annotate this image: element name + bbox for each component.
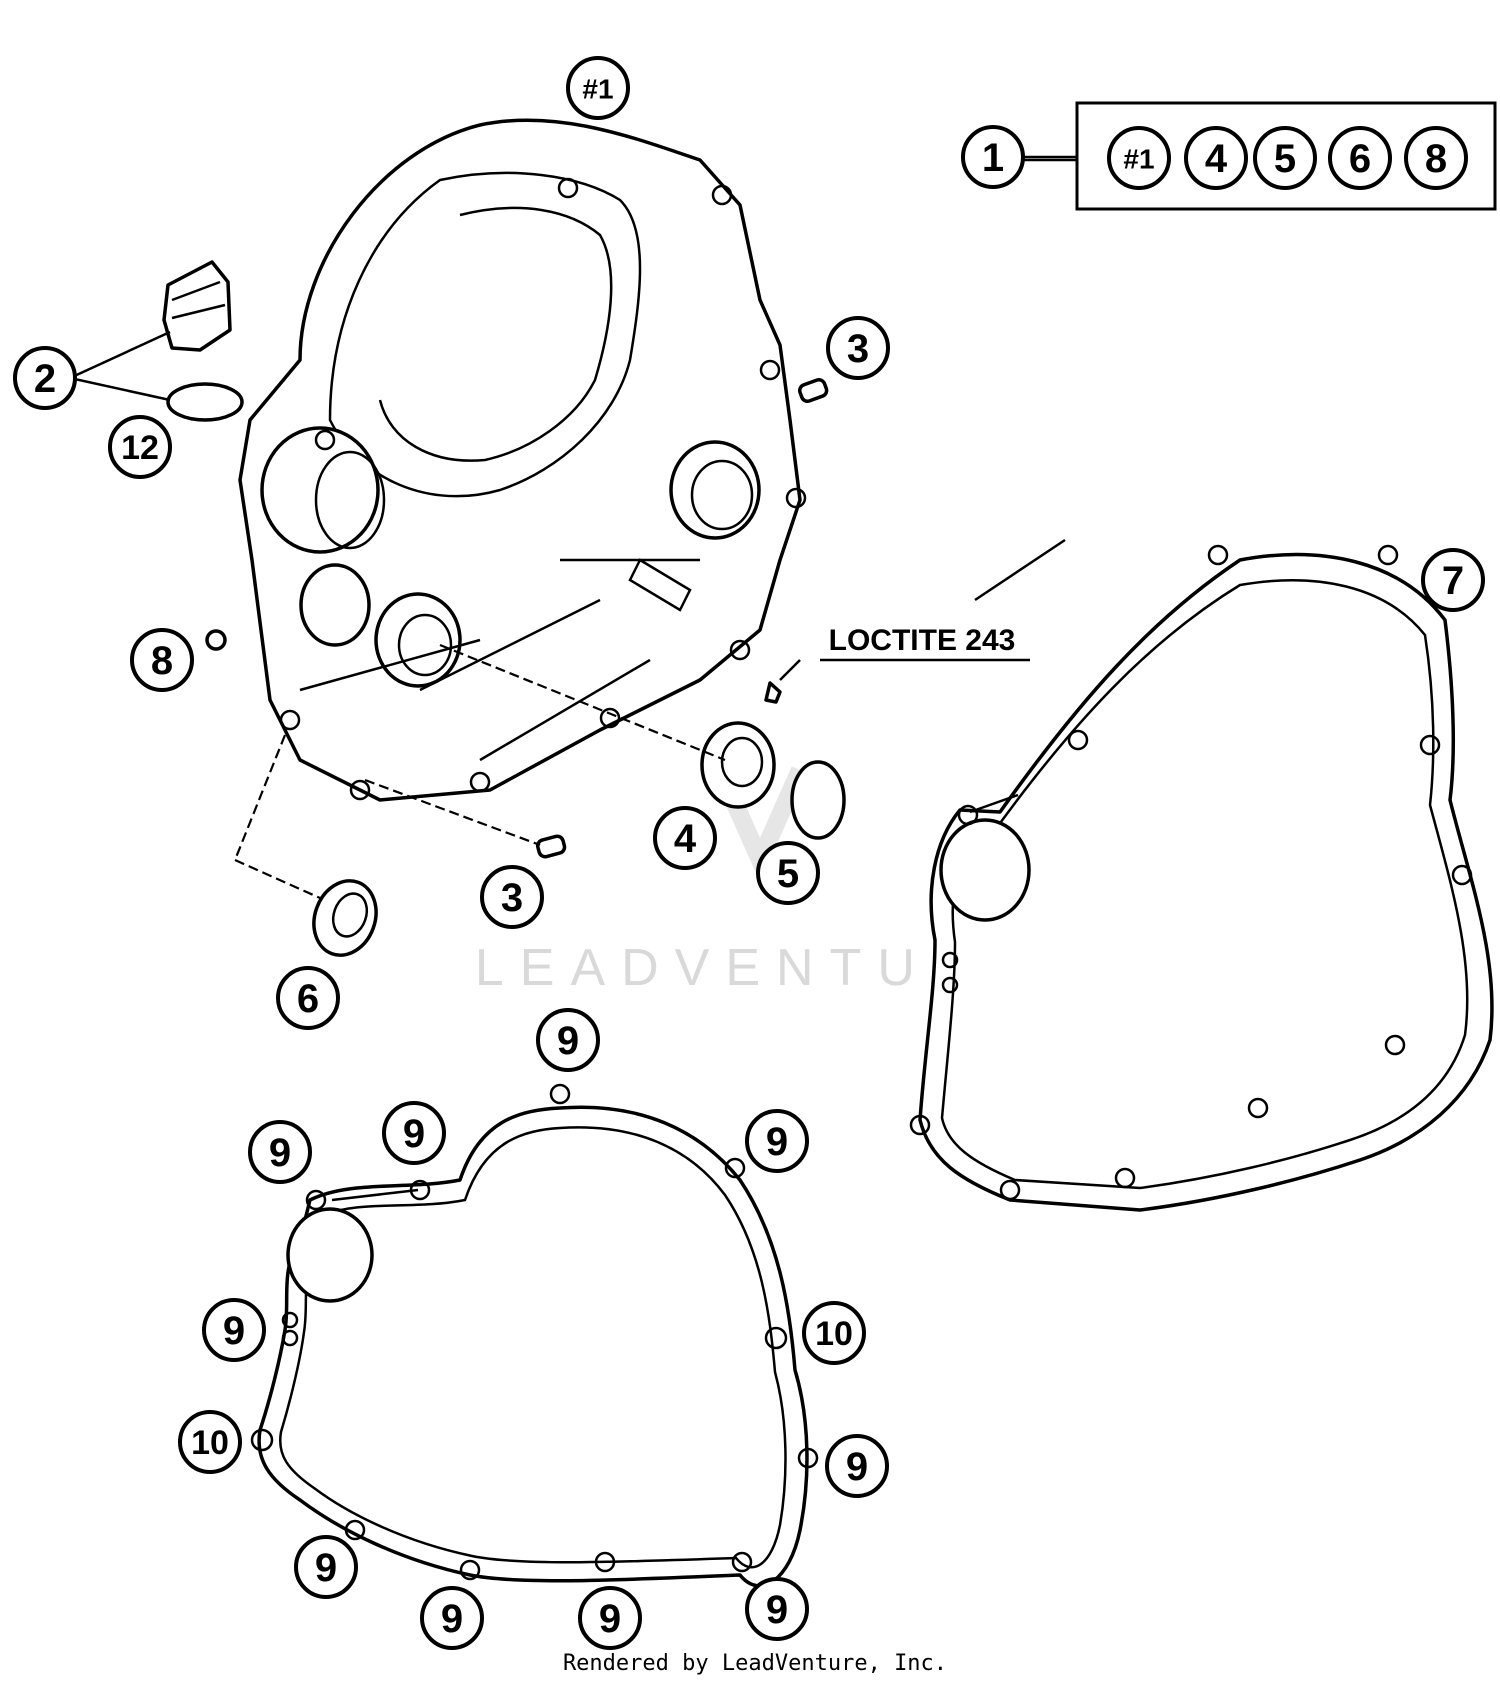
svg-text:6: 6 <box>297 977 319 1021</box>
watermark-text: LEADVENTURE <box>475 939 1035 997</box>
svg-text:5: 5 <box>777 852 799 896</box>
kit-item-5: 8 <box>1425 137 1447 181</box>
svg-text:9: 9 <box>223 1309 245 1353</box>
kit-item-3: 5 <box>1274 137 1296 181</box>
callout-plug-screw[interactable]: 8 <box>130 628 194 692</box>
svg-text:8: 8 <box>151 639 173 683</box>
kit-box: 1 #1 4 5 6 8 <box>961 101 1497 211</box>
svg-text:9: 9 <box>766 1588 788 1632</box>
dowel-pin-lower[interactable] <box>535 834 567 859</box>
callout-bolt-3[interactable]: 9 <box>382 1101 446 1165</box>
clutch-cover[interactable] <box>238 118 807 802</box>
callout-bolt-1[interactable]: 9 <box>536 1008 600 1072</box>
callout-o-ring-small[interactable]: 5 <box>756 841 820 905</box>
callout-dowel-lower[interactable]: 3 <box>480 865 544 929</box>
callout-bolt-4[interactable]: 9 <box>745 1109 809 1173</box>
callout-gasket[interactable]: 7 <box>1421 548 1485 612</box>
callout-oil-seal[interactable]: 6 <box>276 966 340 1030</box>
svg-text:9: 9 <box>557 1019 579 1063</box>
svg-text:9: 9 <box>315 1546 337 1590</box>
loctite-drop <box>764 681 782 704</box>
svg-text:9: 9 <box>269 1131 291 1175</box>
callout-bolt-2[interactable]: 9 <box>248 1120 312 1184</box>
o-ring-small[interactable] <box>790 760 846 840</box>
svg-text:2: 2 <box>34 357 56 401</box>
kit-item-2: 4 <box>1205 137 1228 181</box>
callout-shaft-seal[interactable]: 4 <box>653 806 717 870</box>
svg-text:9: 9 <box>441 1597 463 1641</box>
svg-text:3: 3 <box>847 327 869 371</box>
svg-text:#1: #1 <box>582 74 613 105</box>
svg-text:3: 3 <box>501 876 523 920</box>
kit-callout-label: 1 <box>982 136 1004 180</box>
svg-text:9: 9 <box>403 1112 425 1156</box>
callout-bolt-11[interactable]: 9 <box>578 1586 642 1650</box>
footer-credit: Rendered by LeadVenture, Inc. <box>563 1651 947 1676</box>
svg-text:9: 9 <box>599 1597 621 1641</box>
callout-oil-plug[interactable]: 2 <box>13 346 77 410</box>
plug-screw[interactable] <box>205 629 227 651</box>
callouts: #1 2 12 3 8 7 4 5 <box>13 56 1485 1650</box>
gasket-bolt-pattern[interactable] <box>250 1083 819 1588</box>
svg-text:9: 9 <box>846 1445 868 1489</box>
dowel-pin-upper[interactable] <box>797 377 829 403</box>
kit-item-4: 6 <box>1349 137 1371 181</box>
callout-bolt-10[interactable]: 9 <box>420 1586 484 1650</box>
oil-seal[interactable] <box>304 872 386 964</box>
callout-bolt-5[interactable]: 9 <box>202 1298 266 1362</box>
svg-text:10: 10 <box>191 1424 229 1462</box>
svg-text:9: 9 <box>766 1120 788 1164</box>
callout-o-ring-plug[interactable]: 12 <box>108 415 172 479</box>
svg-text:12: 12 <box>121 429 159 467</box>
kit-item-1: #1 <box>1123 144 1154 175</box>
callout-bolt-8[interactable]: 9 <box>825 1434 889 1498</box>
callout-bolt-7[interactable]: 10 <box>178 1410 242 1474</box>
callout-bolt-9[interactable]: 9 <box>294 1535 358 1599</box>
oil-filler-plug[interactable] <box>162 260 232 352</box>
o-ring-plug[interactable] <box>166 382 244 422</box>
callout-bolt-12[interactable]: 9 <box>745 1577 809 1641</box>
shaft-seal[interactable] <box>700 721 776 809</box>
svg-text:7: 7 <box>1442 559 1464 603</box>
callout-dowel-upper[interactable]: 3 <box>826 316 890 380</box>
callout-cover[interactable]: #1 <box>566 56 630 120</box>
gasket-right[interactable] <box>909 544 1494 1212</box>
svg-text:10: 10 <box>815 1315 853 1353</box>
leader-lines <box>69 158 1080 1202</box>
loctite-note: LOCTITE 243 <box>829 624 1016 657</box>
svg-text:4: 4 <box>674 817 697 861</box>
callout-bolt-6[interactable]: 10 <box>802 1301 866 1365</box>
